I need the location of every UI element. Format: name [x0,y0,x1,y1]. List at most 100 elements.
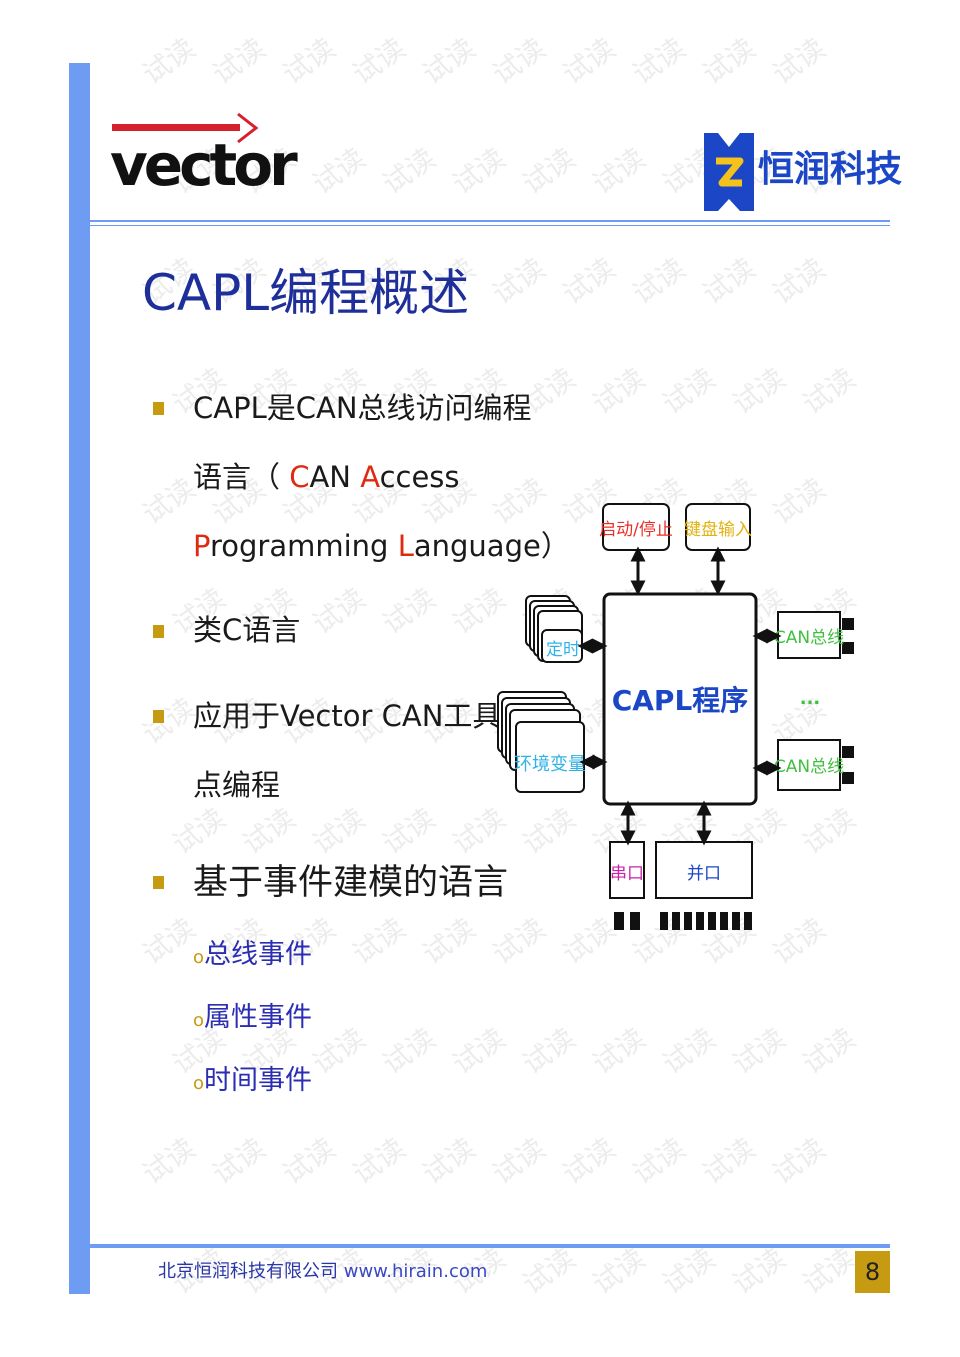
watermark-mark: 试读 [446,1021,512,1081]
watermark-mark: 试读 [556,31,622,91]
header-divider [90,220,890,222]
footer-company: 北京恒润科技有限公司 [158,1261,344,1282]
sub-item-bus-event: o总线事件 [193,936,312,977]
connector-pin [842,618,854,630]
watermark-mark: 试读 [486,1131,552,1191]
can-bus-1-box [777,611,841,659]
watermark-mark: 试读 [726,361,792,421]
keyboard-input-label: 键盘输入 [684,520,752,540]
footer-text: 北京恒润科技有限公司 www.hirain.com [158,1258,487,1286]
watermark-mark: 试读 [136,31,202,91]
sub-item-label: 属性事件 [204,1002,313,1033]
vector-logo-arrow [112,112,259,144]
sub-item-marker: o [193,1010,205,1031]
connector-pin [842,642,854,654]
watermark-mark: 试读 [796,361,862,421]
bullet-4-line-1: 基于事件建模的语言 [193,863,509,903]
watermark-mark: 试读 [346,31,412,91]
watermark-mark: 试读 [626,31,692,91]
watermark-mark: 试读 [766,1131,832,1191]
footer-url: www.hirain.com [343,1261,488,1282]
watermark-mark: 试读 [346,911,412,971]
sub-item-label: 时间事件 [204,1065,313,1096]
serial-port-box [609,841,645,899]
watermark-mark: 试读 [416,31,482,91]
bullet-marker [153,710,164,723]
watermark-mark: 试读 [376,801,442,861]
watermark-mark: 试读 [486,31,552,91]
sub-item-marker: o [193,1073,205,1094]
vector-logo: vector [110,131,298,199]
watermark-mark: 试读 [376,581,442,641]
bullet-marker [153,876,164,889]
watermark-mark: 试读 [376,1021,442,1081]
watermark-mark: 试读 [696,1131,762,1191]
watermark-mark: 试读 [276,31,342,91]
watermark-mark: 试读 [306,581,372,641]
bullet-3-line-1: 应用于Vector CAN工具节 [193,699,531,733]
watermark-mark: 试读 [416,911,482,971]
sub-item-label: 总线事件 [204,939,313,970]
watermark-mark: 试读 [586,141,652,201]
watermark-mark: 试读 [516,1021,582,1081]
sub-item-property-event: o属性事件 [193,999,312,1040]
env-var-stack [497,691,585,793]
watermark-mark: 试读 [586,361,652,421]
capl-program-box [602,592,758,806]
capl-program-label: CAPL程序 [612,684,749,717]
watermark-mark: 试读 [656,361,722,421]
connector-pin [614,912,624,930]
watermark-mark: 试读 [376,141,442,201]
watermark-mark: 试读 [626,1131,692,1191]
text-segment: anguage） [413,529,570,563]
bullet-marker [153,625,164,638]
watermark-mark: 试读 [276,1131,342,1191]
watermark-mark: 试读 [206,1131,272,1191]
bullet-1-line-2: 语言（ CAN Access [193,457,460,497]
watermark-mark: 试读 [486,251,552,311]
watermark-mark: 试读 [796,1021,862,1081]
watermark-mark: 试读 [626,251,692,311]
watermark-mark: 试读 [696,31,762,91]
watermark-mark: 试读 [516,141,582,201]
highlight-letter: P [193,529,210,563]
hirain-logo-icon [704,133,754,211]
watermark-mark: 试读 [416,1131,482,1191]
header-divider-thin [90,225,890,226]
text-segment: 语言（ [193,460,290,494]
watermark-mark: 试读 [136,1131,202,1191]
watermark-mark: 试读 [306,801,372,861]
watermark-mark: 试读 [556,1131,622,1191]
watermark-mark: 试读 [446,141,512,201]
watermark-mark: 试读 [726,1021,792,1081]
parallel-port-box [655,841,753,899]
start-stop-label: 启动/停止 [599,520,673,540]
watermark-mark: 试读 [656,1021,722,1081]
highlight-letter: A [360,460,380,494]
watermark-mark: 试读 [346,1131,412,1191]
highlight-letter: L [397,529,414,563]
bullet-1-line-3: Programming Language） [193,526,570,566]
watermark-mark: 试读 [236,801,302,861]
watermark-mark: 试读 [766,31,832,91]
page-title: CAPL编程概述 [142,264,470,322]
bullet-marker [153,402,164,415]
watermark-mark: 试读 [306,1021,372,1081]
env-var-label: 环境变量 [514,754,586,775]
watermark-mark: 试读 [556,251,622,311]
watermark-mark: 试读 [166,801,232,861]
sub-item-time-event: o时间事件 [193,1062,312,1103]
text-segment: ccess [379,460,460,494]
bullet-2-line-1: 类C语言 [193,613,301,647]
sub-item-marker: o [193,947,205,968]
parallel-port-label: 并口 [687,864,721,884]
text-segment: AN [309,460,361,494]
company-logo-name: 恒润科技 [758,149,903,190]
parallel-port-pins [660,912,752,930]
connector-pin [630,912,640,930]
left-accent-bar [69,63,90,1294]
watermark-mark: 试读 [306,141,372,201]
serial-port-label: 串口 [610,864,644,884]
can-bus-1-label: CAN总线 [774,628,844,648]
can-bus-2-box [777,739,841,791]
